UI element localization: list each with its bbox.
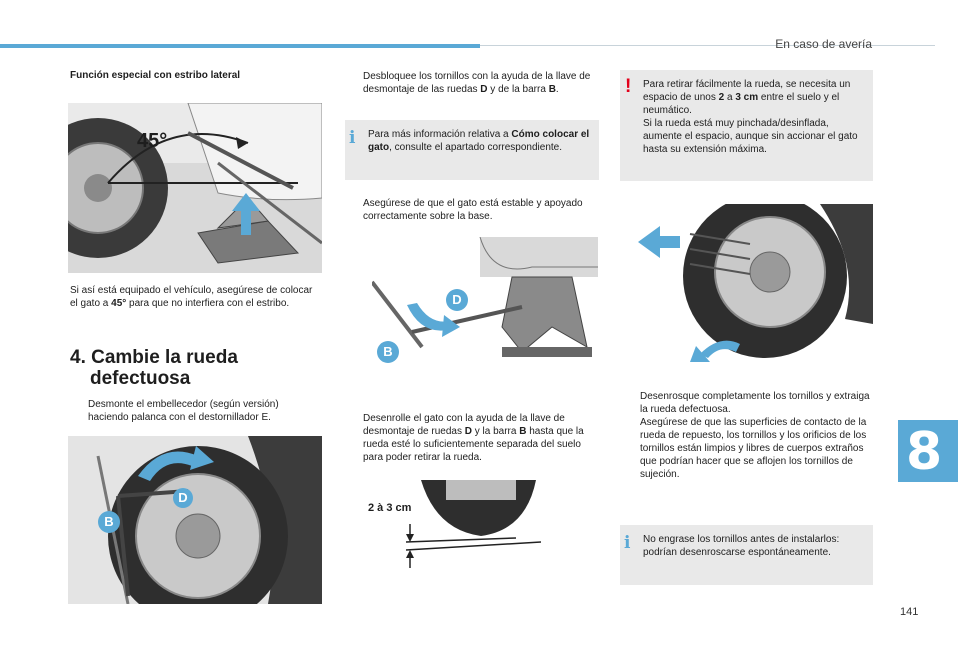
- info-icon: i: [624, 533, 631, 553]
- label-d: D: [452, 292, 462, 307]
- header-accent-bar: [0, 44, 480, 48]
- figure-unlock-bolts: D B: [68, 436, 322, 604]
- bullet-remove-trim: Desmonte el embellecedor (según versión)…: [88, 399, 279, 423]
- figure-jack-crank: D B: [372, 237, 598, 375]
- chapter-tab: 8: [898, 420, 958, 482]
- label-b: B: [383, 344, 393, 359]
- warning-box: ! Para retirar fácilmente la rueda, se n…: [620, 70, 873, 181]
- bullet-jack-stable: Asegúrese de que el gato está estable y …: [363, 198, 583, 222]
- warning-text: Para retirar fácilmente la rueda, se nec…: [643, 79, 858, 155]
- jack-angle-paragraph: Si así está equipado el vehículo, asegúr…: [70, 285, 313, 309]
- section-title: 4. Cambie la rueda defectuosa: [70, 347, 238, 389]
- info-box-no-grease: i No engrase los tornillos antes de inst…: [620, 525, 873, 585]
- special-function-heading: Función especial con estribo lateral: [70, 70, 241, 81]
- page-number: 141: [900, 606, 919, 618]
- info-box-jack: i Para más información relativa a Cómo c…: [345, 120, 599, 180]
- header-rule: [480, 45, 935, 46]
- bullet-unscrew-bolts: Desenrosque completamente los tornillos …: [640, 391, 870, 415]
- header-title: En caso de avería: [775, 37, 872, 51]
- label-b: B: [104, 514, 114, 529]
- label-d: D: [178, 490, 188, 505]
- info-text: Para más información relativa a Cómo col…: [368, 129, 590, 153]
- angle-label: 45°: [137, 130, 168, 152]
- figure-clearance: 2 à 3 cm: [366, 480, 541, 568]
- link-como-colocar-el-gato[interactable]: Cómo colocar el gato: [368, 129, 590, 153]
- bullet-clean-surfaces: Asegúrese de que las superficies de cont…: [640, 417, 867, 480]
- warning-icon: !: [625, 76, 632, 97]
- bullet-unroll-jack: Desenrolle el gato con la ayuda de la ll…: [363, 413, 584, 463]
- clearance-label: 2 à 3 cm: [368, 502, 412, 514]
- bullet-unlock-bolts: Desbloquee los tornillos con la ayuda de…: [363, 71, 591, 95]
- figure-remove-wheel: [620, 204, 873, 364]
- info-text: No engrase los tornillos antes de instal…: [643, 534, 840, 558]
- info-icon: i: [349, 128, 356, 148]
- figure-jack-45-degrees: 45°: [68, 103, 322, 273]
